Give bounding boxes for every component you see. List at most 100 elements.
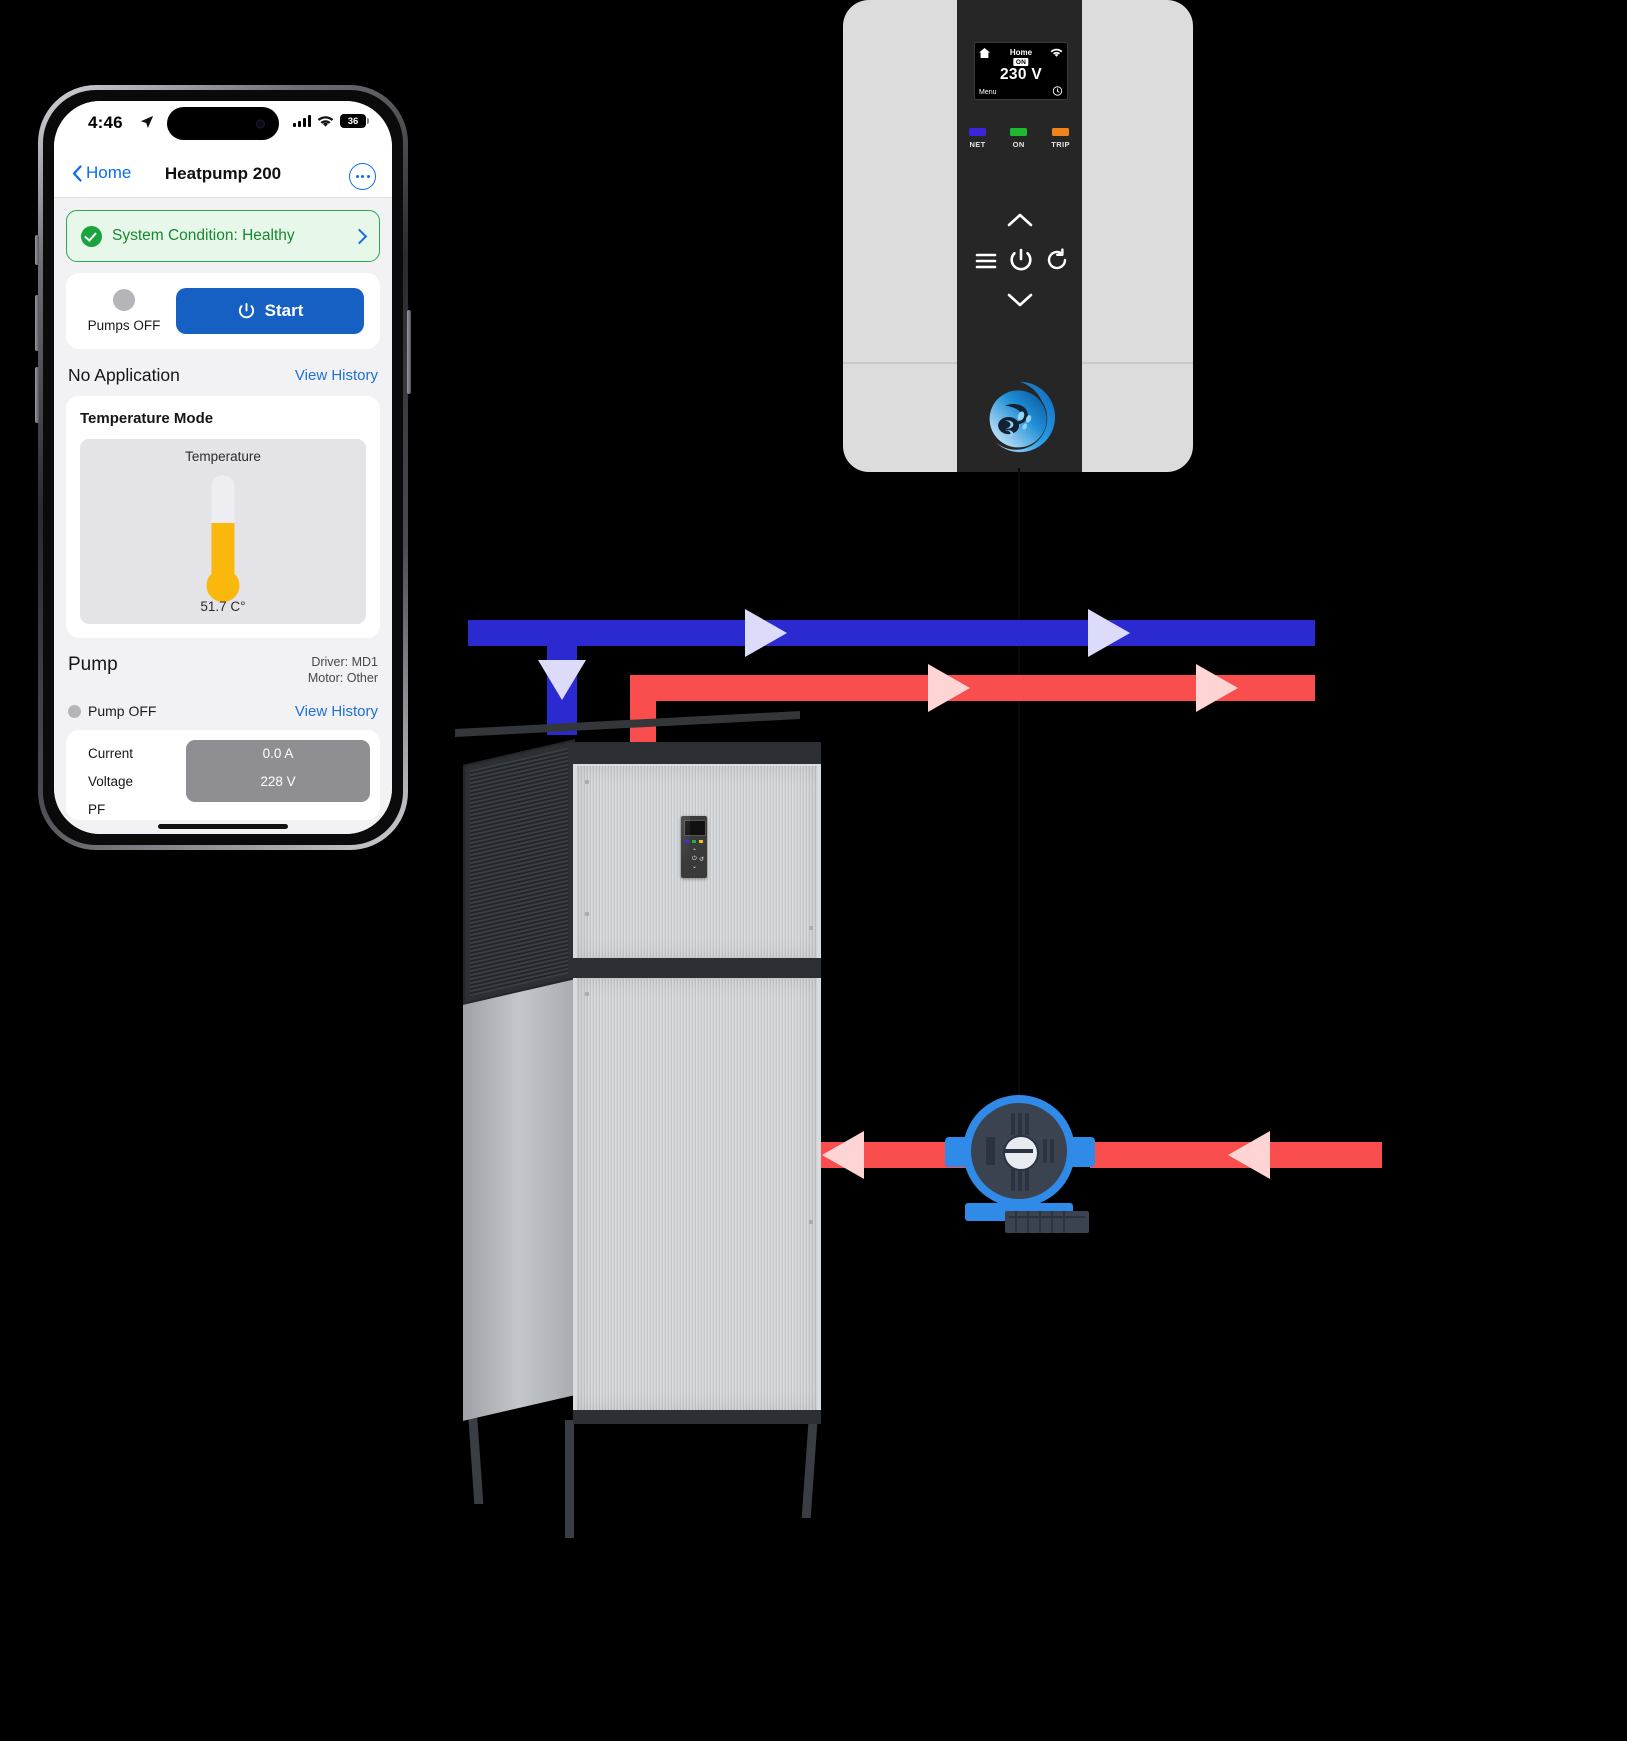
pump-bleed-cap[interactable] xyxy=(1003,1135,1039,1171)
pumps-indicator: Pumps OFF xyxy=(82,289,166,333)
metric-key: PF xyxy=(88,802,106,817)
lcd-home-label: Home xyxy=(1009,48,1033,57)
flow-arrow-hot-1 xyxy=(928,664,970,712)
cabinet-control-panel[interactable]: ⌃ ⏻ ↺ ⌄ xyxy=(681,816,707,878)
cabinet-led-net xyxy=(685,840,689,843)
led-indicator-row: NET ON TRIP xyxy=(957,128,1082,149)
phone-silent-switch[interactable] xyxy=(35,235,39,265)
led-trip: TRIP xyxy=(1051,128,1070,149)
wifi-icon xyxy=(317,115,334,127)
status-dot xyxy=(113,289,135,311)
check-circle-icon xyxy=(81,225,102,247)
application-view-history-link[interactable]: View History xyxy=(294,367,378,384)
cold-supply-pipe xyxy=(468,620,1315,646)
led-on: ON xyxy=(1010,128,1028,149)
pump-vent xyxy=(1025,1113,1029,1135)
flow-arrow-hot-in xyxy=(1228,1131,1270,1179)
terminal-line xyxy=(1039,1211,1041,1233)
nav-bar: Home Heatpump 200 xyxy=(54,153,392,198)
metric-key: Current xyxy=(88,746,134,761)
temperature-card-title: Temperature Mode xyxy=(80,410,214,427)
pump-status-label: Pump OFF xyxy=(88,703,157,719)
system-condition-banner[interactable]: System Condition: Healthy xyxy=(66,210,380,262)
phone-power-button[interactable] xyxy=(407,310,411,394)
cabinet-down-chevron-icon: ⌄ xyxy=(692,864,698,870)
terminal-line xyxy=(1027,1211,1029,1233)
phone-volume-up-button[interactable] xyxy=(35,295,39,351)
application-header: No Application View History xyxy=(66,365,380,386)
cabinet-leg-right xyxy=(801,1424,818,1518)
start-button-label: Start xyxy=(264,301,304,320)
phone-volume-down-button[interactable] xyxy=(35,367,39,423)
application-title: No Application xyxy=(68,365,180,385)
thermometer-icon xyxy=(206,475,240,602)
cabinet-mini-display xyxy=(684,820,706,836)
flow-arrow-cold-2 xyxy=(1088,609,1130,657)
brand-logo-panel xyxy=(957,362,1082,472)
cabinet-leg-left xyxy=(467,1408,484,1504)
phone-mockup: 4:46 36 xyxy=(35,85,411,850)
home-indicator[interactable] xyxy=(158,824,288,829)
phone-bezel: 4:46 36 xyxy=(43,90,403,845)
power-icon[interactable] xyxy=(1007,246,1035,274)
cabinet-lower-panel xyxy=(577,978,817,1410)
back-button[interactable]: Home xyxy=(72,163,131,183)
table-row: PF xyxy=(66,796,380,820)
heat-pump-cabinet: ⌃ ⏻ ↺ ⌄ xyxy=(455,710,835,1538)
wifi-icon xyxy=(1050,48,1063,57)
led-label: NET xyxy=(969,140,986,149)
up-chevron-icon[interactable] xyxy=(1007,212,1033,228)
panel-screw xyxy=(585,780,589,784)
pump-vent xyxy=(1043,1139,1047,1163)
terminal-line xyxy=(1063,1211,1065,1233)
reset-icon[interactable] xyxy=(1045,248,1069,272)
down-chevron-icon[interactable] xyxy=(1007,292,1033,308)
timer-icon xyxy=(1052,86,1063,96)
cabinet-reset-icon: ↺ xyxy=(699,857,705,863)
menu-icon[interactable] xyxy=(975,252,997,270)
chevron-left-icon xyxy=(72,164,82,182)
pump-meta: Driver: MD1 Motor: Other xyxy=(308,654,378,687)
location-arrow-icon xyxy=(140,115,154,129)
back-label: Home xyxy=(86,163,132,182)
control-keypad xyxy=(957,200,1082,330)
more-options-icon[interactable] xyxy=(349,163,376,190)
cabinet-led-on xyxy=(692,840,696,843)
flow-arrow-cold-1 xyxy=(745,609,787,657)
pump-terminal-box xyxy=(1005,1211,1089,1233)
phone-frame: 4:46 36 xyxy=(35,85,411,850)
pump-vent xyxy=(1011,1113,1015,1135)
temperature-value: 51.7 C° xyxy=(200,599,246,614)
led-label: TRIP xyxy=(1051,140,1070,149)
pump-control-card: Pumps OFF Start xyxy=(66,273,380,349)
thermometer-fill xyxy=(211,523,235,583)
pump-cap-slot xyxy=(1005,1149,1033,1153)
water-swirl-logo xyxy=(989,381,1055,453)
temperature-gauge-label: Temperature xyxy=(185,449,261,464)
pump-status-row: Pump OFF View History xyxy=(66,703,380,720)
cabinet-intake-grille xyxy=(463,739,575,1005)
page-title: Heatpump 200 xyxy=(164,164,282,183)
pump-vent xyxy=(1050,1139,1054,1163)
hot-return-riser xyxy=(630,675,656,755)
pump-title: Pump xyxy=(68,654,118,675)
flow-arrow-hot-out xyxy=(822,1131,864,1179)
thermometer-bulb xyxy=(206,569,240,602)
controller-signal-wire xyxy=(1018,468,1020,1118)
battery-icon: 36 xyxy=(340,114,369,128)
screen-content: System Condition: Healthy Pumps OFF xyxy=(54,198,392,834)
home-icon xyxy=(979,48,990,58)
pumps-status-label: Pumps OFF xyxy=(87,318,161,333)
system-condition-text: System Condition: Healthy xyxy=(112,227,295,244)
pump-view-history-link[interactable]: View History xyxy=(294,702,378,720)
temperature-gauge: Temperature 51.7 C° xyxy=(80,439,366,624)
grille-mesh xyxy=(470,747,568,997)
start-button[interactable]: Start xyxy=(176,288,364,334)
flow-arrow-cold-down xyxy=(538,660,586,700)
chevron-right-icon xyxy=(351,228,368,244)
cabinet-power-icon: ⏻ xyxy=(692,856,697,862)
led-lamp xyxy=(1052,128,1070,136)
cabinet-up-chevron-icon: ⌃ xyxy=(692,849,698,855)
